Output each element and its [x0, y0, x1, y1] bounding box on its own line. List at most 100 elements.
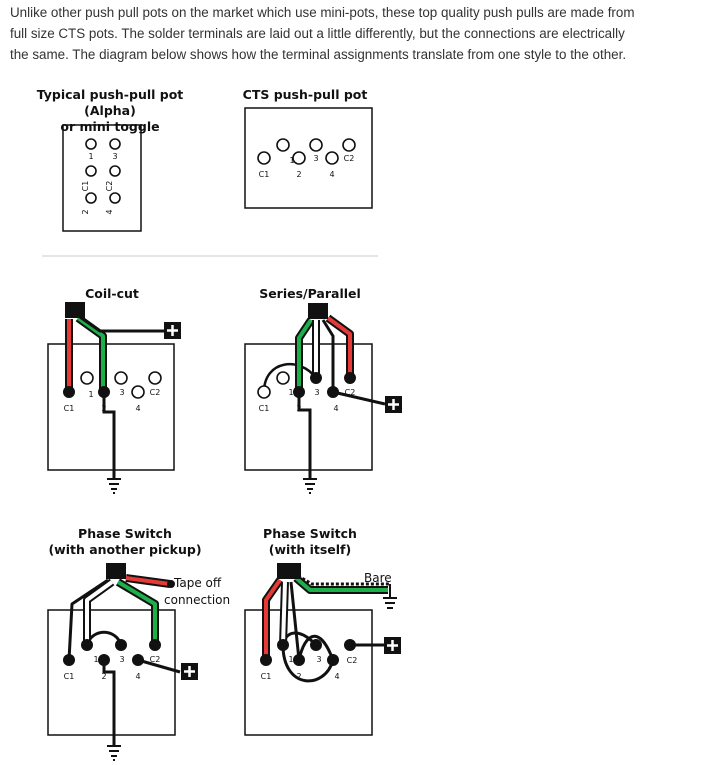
- phase-other-terminal-2: [98, 654, 110, 666]
- phase-self-terminal-4: [327, 654, 339, 666]
- series-black-wire: [321, 319, 335, 392]
- phase-self-bare-wire: [297, 574, 390, 586]
- cts-pot-diagram: C1 1 2 3 4 C2: [244, 107, 373, 209]
- cts-label-3: 3: [313, 154, 318, 163]
- series-parallel-diagram: C1 1 2 3 4 C2: [244, 303, 402, 494]
- alpha-pot-title-line1: Typical push-pull pot (Alpha): [36, 87, 184, 118]
- alpha-terminal-4: [109, 192, 121, 204]
- alpha-pot-title: Typical push-pull pot (Alpha) or mini to…: [10, 87, 210, 135]
- alpha-terminal-c2: [109, 165, 121, 177]
- coil-cut-title: Coil-cut: [85, 286, 139, 301]
- coil-cut-label-3: 3: [119, 388, 124, 397]
- phase-self-label-3: 3: [316, 655, 321, 664]
- alpha-terminal-1: [85, 138, 97, 150]
- phase-other-title-line2: (with another pickup): [48, 542, 202, 557]
- phase-self-pot-body: [244, 609, 373, 736]
- coil-cut-terminal-c1: [63, 386, 75, 398]
- cts-terminal-c2: [342, 138, 356, 152]
- phase-other-hot-wire: [137, 658, 181, 674]
- phase-other-label-3: 3: [119, 655, 124, 664]
- series-label-1: 1: [288, 388, 293, 397]
- phase-other-label-4: 4: [135, 672, 140, 681]
- phase-self-terminal-3: [310, 639, 322, 651]
- phase-other-label-1: 1: [93, 655, 98, 664]
- tape-off-note-line1: Tape off: [174, 576, 222, 590]
- alpha-terminal-3: [109, 138, 121, 150]
- phase-other-title-line1: Phase Switch: [78, 526, 172, 541]
- coil-cut-label-1: 1: [88, 390, 93, 399]
- series-terminal-3: [310, 372, 322, 384]
- phase-other-terminal-1: [81, 639, 93, 651]
- phase-other-terminal-c1: [63, 654, 75, 666]
- coil-cut-label-c2: C2: [150, 388, 161, 397]
- series-ground-wire: [297, 392, 312, 478]
- intro-line-1: Unlike other push pull pots on the marke…: [10, 5, 635, 20]
- series-jumper-wire: [262, 362, 318, 393]
- intro-line-2: full size CTS pots. The solder terminals…: [10, 26, 625, 41]
- series-red-wire: [326, 316, 352, 378]
- coil-cut-terminal-4: [131, 385, 145, 399]
- coil-cut-terminal-1: [80, 371, 94, 385]
- series-label-c1: C1: [259, 404, 270, 413]
- phase-self-diagram: C1 1 2 3 4 C2: [244, 563, 401, 736]
- phase-self-pickup-plug: [277, 563, 301, 579]
- phase-other-label-c1: C1: [64, 672, 75, 681]
- cts-pot-body: [244, 107, 373, 209]
- cts-pot-title: CTS push-pull pot: [242, 87, 368, 102]
- phase-switch-self-title: Phase Switch (with itself): [230, 526, 390, 558]
- alpha-pot-body: [62, 124, 142, 232]
- alpha-terminal-c1: [85, 165, 97, 177]
- cts-terminal-4: [325, 151, 339, 165]
- phase-other-red-wire: [125, 576, 171, 586]
- coil-cut-label-2: 2: [101, 404, 106, 413]
- phase-other-white-wire: [85, 580, 114, 645]
- cts-terminal-3: [309, 138, 323, 152]
- phase-self-label-1: 1: [288, 655, 293, 664]
- phase-self-terminal-1: [277, 639, 289, 651]
- alpha-label-4: 4: [105, 209, 114, 214]
- coil-cut-ground-wire: [102, 392, 116, 478]
- bare-wire-label: Bare: [364, 571, 392, 585]
- series-hot-wire: [332, 390, 386, 406]
- phase-other-diagram: C1 1 2 3 4 C2: [47, 563, 198, 761]
- phase-self-black-wire: [289, 581, 301, 661]
- phase-other-ground-icon: [107, 745, 121, 761]
- phase-self-jumper-2-4: [297, 634, 335, 661]
- alpha-label-1: 1: [88, 152, 93, 161]
- connection-note: connection: [164, 593, 231, 607]
- phase-other-terminal-3: [115, 639, 127, 651]
- coil-cut-pickup-plug: [65, 302, 85, 318]
- phase-other-terminal-c2: [149, 639, 161, 651]
- phase-other-pickup-plug: [106, 563, 126, 579]
- cts-label-1: 1: [289, 156, 294, 165]
- phase-other-black-wire: [67, 578, 109, 661]
- phase-self-label-c2: C2: [347, 656, 358, 665]
- phase-self-red-wire: [264, 578, 282, 660]
- series-label-4: 4: [333, 404, 338, 413]
- phase-other-label-2: 2: [101, 672, 106, 681]
- series-pickup-plug: [308, 303, 328, 319]
- phase-self-terminal-c2: [344, 639, 356, 651]
- alpha-label-3: 3: [112, 152, 117, 161]
- tape-off-note: Tape off: [174, 576, 221, 590]
- coil-cut-green-wire: [76, 316, 105, 392]
- phase-other-pot-body: [47, 609, 176, 736]
- phase-self-label-c1: C1: [261, 672, 272, 681]
- alpha-terminals: [85, 138, 121, 204]
- series-terminal-c1: [257, 385, 271, 399]
- phase-other-terminal-4: [132, 654, 144, 666]
- alpha-pot-title-line2: or mini toggle: [60, 119, 160, 134]
- coil-cut-terminal-3: [114, 371, 128, 385]
- coil-cut-hot-wire: [79, 315, 164, 333]
- alpha-label-2: 2: [81, 209, 90, 214]
- intro-line-3: the same. The diagram below shows how th…: [10, 47, 627, 62]
- phase-self-terminal-2: [293, 654, 305, 666]
- series-label-3: 3: [314, 388, 319, 397]
- cts-terminal-c1: [257, 151, 271, 165]
- alpha-label-c1: C1: [81, 181, 90, 192]
- phase-self-title-line1: Phase Switch: [263, 526, 357, 541]
- phase-switch-other-title: Phase Switch (with another pickup): [20, 526, 230, 558]
- coil-cut-diagram: C1 1 2 3 4 C2: [47, 302, 181, 494]
- alpha-terminal-2: [85, 192, 97, 204]
- cts-label-c1: C1: [259, 170, 270, 179]
